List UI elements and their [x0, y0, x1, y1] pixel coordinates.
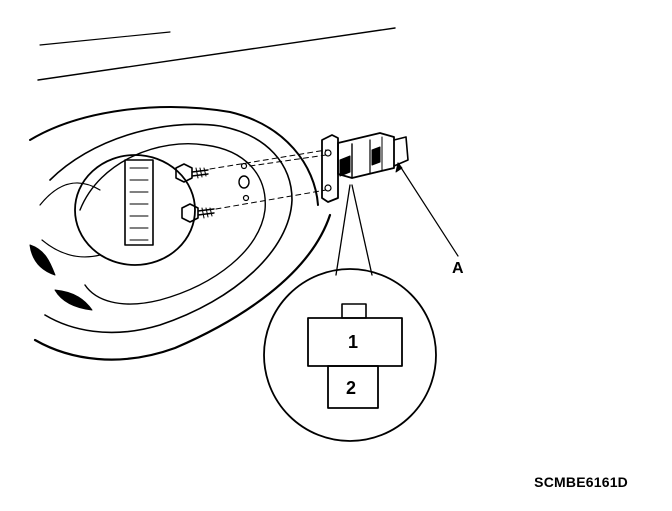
figure-reference-code: SCMBE6161D — [534, 474, 628, 490]
bolt-lower — [181, 203, 215, 223]
fuel-lid-switch — [321, 132, 409, 203]
alignment-lines — [209, 149, 327, 210]
detail-view-leaders — [335, 184, 373, 276]
bolt-upper — [175, 163, 209, 183]
filler-neck — [29, 244, 93, 311]
terminal-2-label: 2 — [346, 378, 356, 398]
fuel-cap — [39, 154, 196, 266]
connector-detail-view — [263, 268, 437, 442]
callout-label-a: A — [452, 260, 464, 277]
mounting-holes — [238, 162, 250, 202]
terminal-1-label: 1 — [348, 332, 358, 352]
fuel-filler-recess — [29, 106, 332, 361]
callout-a-leader — [395, 162, 459, 257]
body-panel-lines — [37, 27, 396, 81]
